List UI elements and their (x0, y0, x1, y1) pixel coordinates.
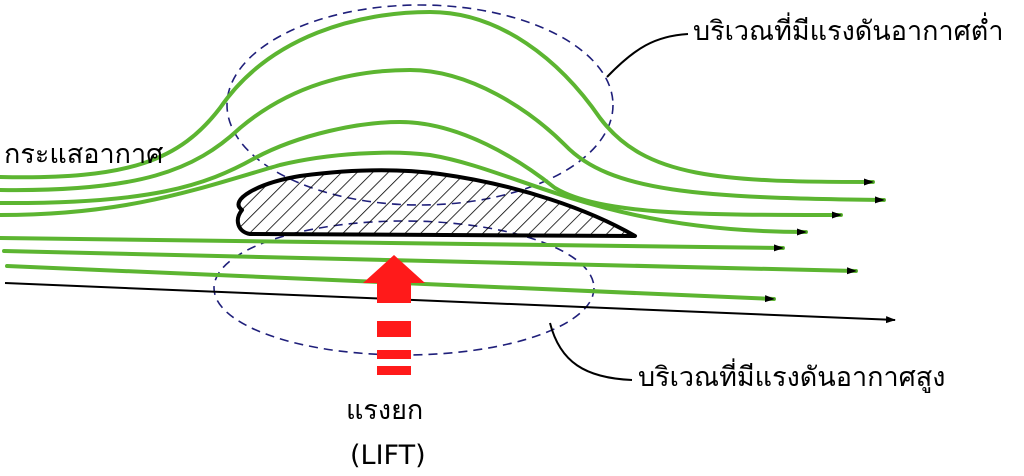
lift-arrow-dash-2 (377, 350, 411, 359)
airflow-label: กระแสอากาศ (4, 139, 164, 170)
up-arrow-icon (363, 255, 425, 375)
lift-arrow-head (363, 255, 425, 303)
low-pressure-region (226, 4, 614, 206)
lift-label-english: (LIFT) (350, 440, 426, 471)
high-pressure-leader-line (549, 322, 633, 381)
lift-label-thai: แรงยก (346, 395, 424, 426)
low-pressure-leader-line (606, 33, 689, 78)
lift-arrow-dash-1 (377, 321, 411, 337)
freestream-reference-line (4, 282, 896, 324)
airfoil (235, 168, 637, 238)
high-pressure-label: บริเวณที่มีแรงดันอากาศสูง (638, 362, 946, 393)
streamline-1 (0, 9, 875, 186)
streamline-4 (0, 150, 808, 236)
streamline-6 (2, 249, 858, 275)
streamline-2 (0, 67, 886, 204)
streamline-3 (0, 119, 843, 219)
low-pressure-label: บริเวณที่มีแรงดันอากาศต่ำ (693, 16, 1004, 47)
lift-arrow-dash-3 (377, 366, 411, 375)
streamline-5 (0, 236, 785, 252)
